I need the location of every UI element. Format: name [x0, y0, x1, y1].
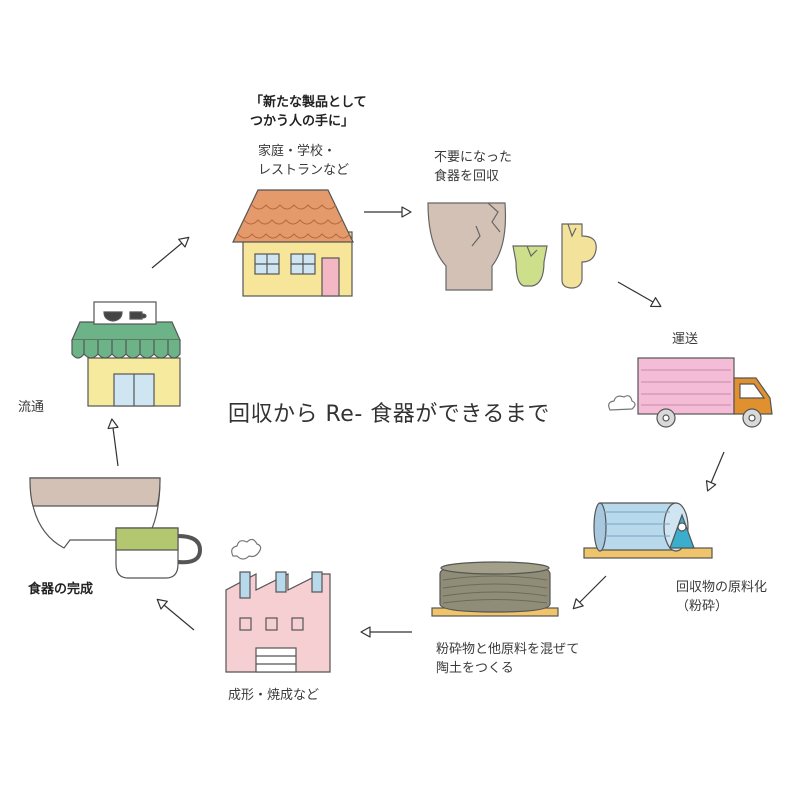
truck-icon: [608, 357, 773, 428]
arrow-complete-to-shop: [107, 418, 119, 467]
broken-dishes-icon: [427, 202, 597, 291]
arrow-shop-to-home: [151, 236, 190, 269]
forming-label: 成形・焼成など: [228, 688, 320, 703]
complete-label: 食器の完成: [28, 582, 94, 597]
diagram-title: 回収から Re- 食器ができるまで: [228, 402, 550, 427]
arrow-transport-to-crush: [705, 451, 725, 492]
clay-label-line-1: 粉砕物と他原料を混ぜて: [436, 642, 580, 657]
flow-arrows: [107, 206, 725, 638]
crush-label-line-1: 回収物の原料化: [676, 580, 768, 595]
home-sub-line-2: レストランなど: [258, 163, 350, 178]
home-heading: 「新たな製品として つかう人の手に」: [250, 93, 367, 131]
collect-label-line-1: 不要になった: [434, 150, 513, 165]
home-heading-line-1: 「新たな製品として: [250, 95, 367, 110]
factory-icon: [225, 538, 331, 673]
arrow-crush-to-clay: [572, 575, 607, 610]
transport-label: 運送: [672, 332, 699, 347]
crush-label-line-2: （粉砕）: [676, 599, 729, 614]
shop-icon: [71, 301, 181, 407]
clay-pile-icon: [431, 561, 559, 617]
arrow-forming-to-complete: [156, 598, 195, 631]
tableware-icon: [29, 477, 203, 579]
arrow-collect-to-transport: [617, 281, 662, 308]
ball-mill-icon: [583, 502, 713, 559]
clay-label-line-2: 陶土をつくる: [436, 661, 514, 676]
home-heading-line-2: つかう人の手に」: [250, 114, 355, 129]
crush-label: 回収物の原料化 （粉砕）: [676, 578, 767, 616]
distribution-label: 流通: [18, 400, 45, 415]
collect-label-line-2: 食器を回収: [434, 169, 500, 184]
collect-label: 不要になった 食器を回収: [434, 148, 512, 186]
home-sub-label: 家庭・学校・ レストランなど: [258, 142, 349, 180]
clay-label: 粉砕物と他原料を混ぜて 陶土をつくる: [436, 640, 579, 678]
home-sub-line-1: 家庭・学校・: [258, 144, 337, 159]
house-icon: [232, 189, 354, 297]
